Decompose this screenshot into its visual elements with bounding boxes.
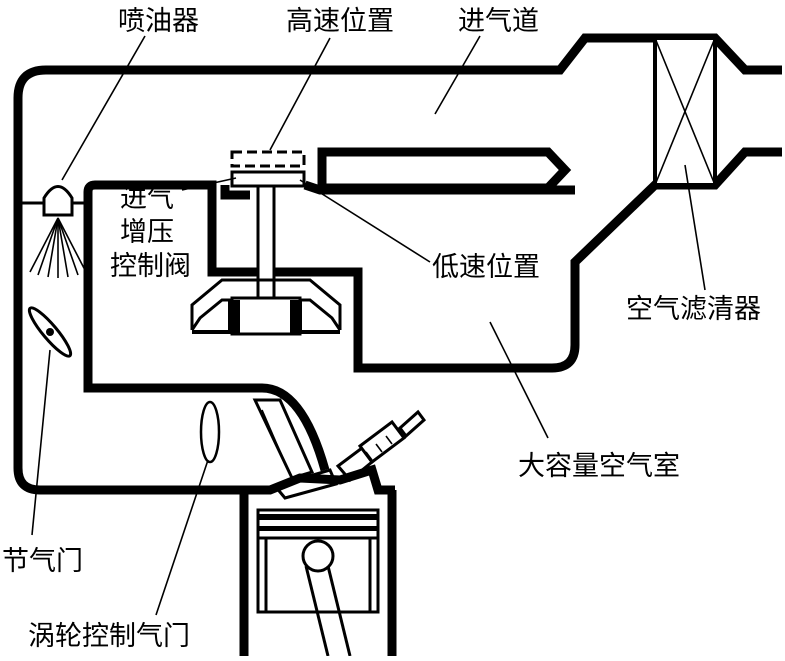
piston [256, 508, 380, 614]
intake-duct-inner-wall [83, 147, 782, 472]
label-air-filter: 空气滤清器 [626, 294, 761, 325]
valve-high-speed-position [230, 150, 306, 168]
label-boost-valve-line3: 控制阀 [110, 251, 191, 282]
label-low-speed-position: 低速位置 [432, 252, 540, 283]
combustion-chamber-roof [240, 464, 395, 495]
label-boost-valve-line2: 增压 [120, 217, 174, 248]
leader-throttle [31, 349, 51, 536]
throttle-plate [27, 306, 73, 358]
label-boost-valve-line1: 进气 [120, 183, 174, 214]
intake-passage-lower-wall [220, 185, 250, 200]
divider-vane [317, 147, 572, 193]
air-filter [653, 36, 717, 187]
connecting-rod [304, 565, 352, 657]
leader-intake-passage [434, 35, 481, 115]
intake-duct-outer-wall [13, 33, 782, 495]
leader-high-speed [269, 37, 331, 151]
leader-low-speed [299, 179, 431, 263]
fuel-injector [18, 185, 88, 278]
swirl-control-valve [199, 400, 221, 464]
valve-low-speed-position [230, 170, 306, 188]
leader-injector [61, 35, 146, 181]
leader-air-chamber [489, 321, 549, 439]
cylinder [239, 490, 397, 656]
label-intake-passage: 进气道 [458, 6, 539, 37]
leader-swirl-valve [155, 459, 209, 616]
fuel-spray [29, 217, 87, 278]
spark-plug [335, 409, 427, 483]
label-swirl-control-valve: 涡轮控制气门 [28, 621, 190, 652]
label-large-air-chamber: 大容量空气室 [518, 451, 680, 482]
label-injector: 喷油器 [118, 6, 199, 37]
label-throttle: 节气门 [2, 546, 83, 577]
leader-air-filter [684, 164, 706, 291]
valve-stem [256, 184, 276, 308]
label-high-speed-position: 高速位置 [286, 6, 394, 37]
leader-boost-valve [181, 177, 237, 191]
